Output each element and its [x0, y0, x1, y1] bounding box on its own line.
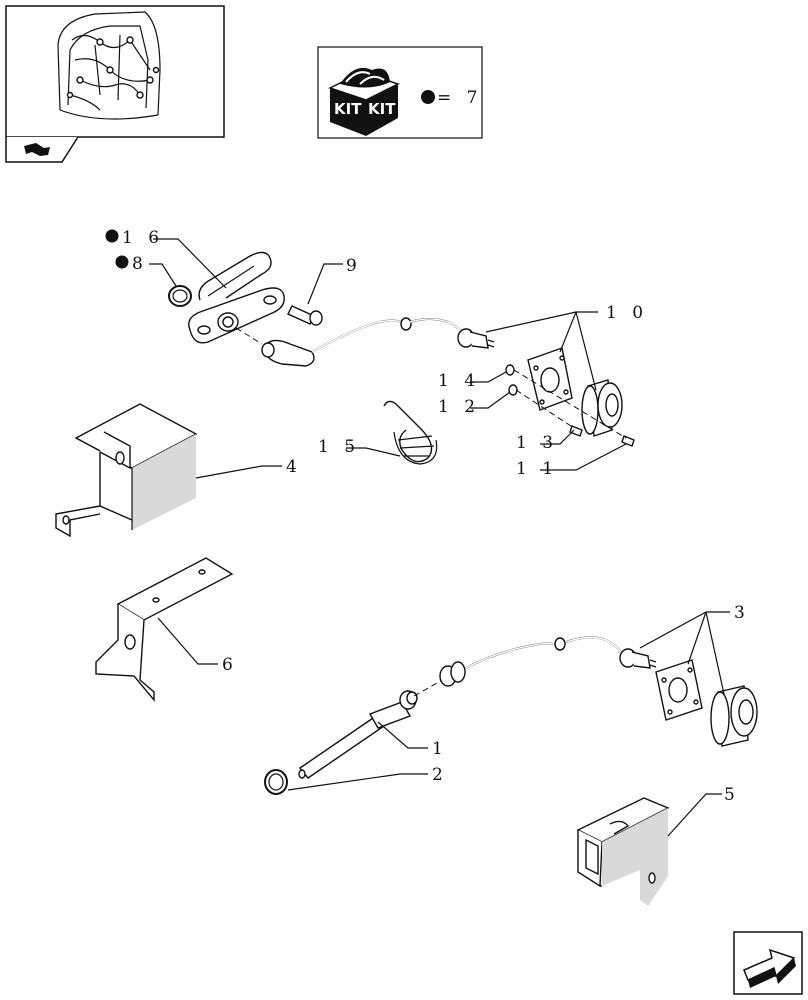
callout-8[interactable]: 8: [132, 254, 148, 274]
part-10-plate: [527, 347, 573, 411]
part-3-socket: [710, 685, 758, 747]
callout-4[interactable]: 4: [286, 457, 302, 477]
part-13-screw: [569, 425, 583, 437]
nav-arrow-icon[interactable]: [24, 143, 50, 156]
part-14-washer: [505, 364, 515, 376]
kit-text-right: KIT: [368, 100, 396, 118]
part-4-bracket: [55, 403, 198, 538]
callout-16[interactable]: 1 6: [122, 228, 164, 248]
part-3-plate: [655, 659, 703, 721]
overview-thumbnail[interactable]: [5, 5, 225, 163]
callout-14[interactable]: 1 4: [438, 371, 480, 391]
part-15-cable-tie: [383, 400, 438, 465]
kit-text-left: KIT: [334, 100, 362, 118]
part-5-bracket: [576, 797, 670, 906]
bullet-dot-icon: [421, 90, 435, 104]
callout-2[interactable]: 2: [432, 765, 448, 785]
callout-15[interactable]: 1 5: [318, 437, 360, 457]
callout-5[interactable]: 5: [724, 785, 740, 805]
part-10-sensor-harness: [261, 317, 495, 367]
leader-lines: [149, 238, 730, 837]
part-1-sensor: [298, 690, 418, 779]
callout-16-dot: [105, 229, 119, 243]
callout-9[interactable]: 9: [346, 256, 362, 276]
part-10-socket: [581, 379, 623, 437]
part-9-bolt: [287, 305, 323, 326]
part-8-oring: [168, 285, 192, 307]
callout-8-dot: [115, 255, 129, 269]
part-6-bracket: [95, 557, 234, 702]
kit-legend: KIT KIT = 7: [317, 46, 483, 139]
part-2-oring: [264, 769, 288, 795]
part-12-nut: [508, 384, 518, 396]
callout-12[interactable]: 1 2: [438, 397, 480, 417]
callout-6[interactable]: 6: [222, 655, 238, 675]
callout-11[interactable]: 1 1: [516, 459, 558, 479]
part-11-screw: [621, 435, 635, 447]
callout-13[interactable]: 1 3: [516, 433, 558, 453]
next-page-arrow-icon[interactable]: [733, 931, 803, 995]
kit-box-icon: KIT KIT: [328, 67, 400, 136]
callout-3[interactable]: 3: [734, 603, 750, 623]
part-16-clip: [188, 251, 285, 344]
kit-legend-text: = 7: [437, 88, 482, 108]
callout-10[interactable]: 1 0: [606, 303, 648, 323]
part-3-sensor-harness: [439, 636, 657, 687]
callout-1[interactable]: 1: [432, 739, 448, 759]
